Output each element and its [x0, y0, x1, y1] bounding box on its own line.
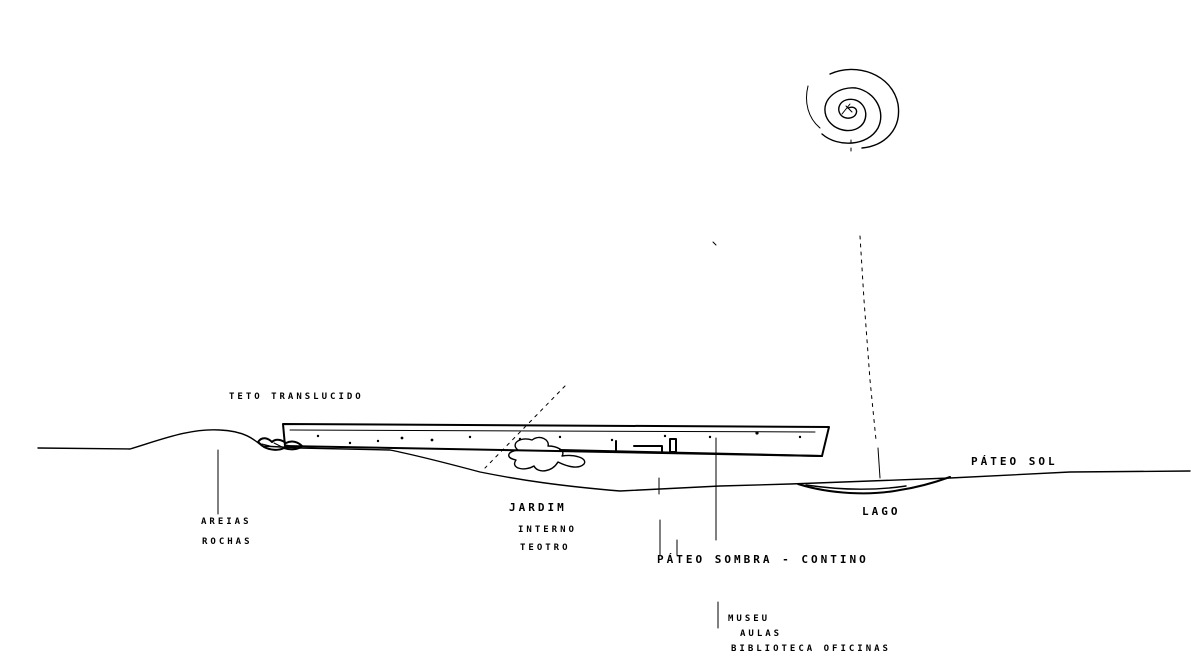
label-interno: INTERNO	[518, 525, 577, 535]
column-3	[670, 439, 676, 452]
rocks-cluster	[258, 438, 302, 450]
label-jardim: JARDIM	[509, 501, 567, 514]
sun-ray-end	[878, 448, 880, 478]
stray-mark	[713, 242, 716, 245]
sun-ray	[860, 236, 876, 440]
label-biblioteca-oficinas: BIBLIOTECA OFICINAS	[731, 644, 891, 654]
label-teto-translucido: TETO TRANSLUCIDO	[229, 392, 364, 402]
label-lago: LAGO	[862, 505, 901, 518]
label-pateo-sol: PÁTEO SOL	[971, 455, 1058, 468]
label-teatro: TEOTRO	[520, 543, 571, 553]
label-rochas: ROCHAS	[202, 537, 253, 547]
roof-inner-line	[290, 430, 815, 432]
roof-dots	[317, 431, 801, 444]
garden-blob	[509, 438, 585, 471]
label-aulas: AULAS	[740, 629, 782, 639]
light-ray	[485, 386, 565, 468]
label-museu: MUSEU	[728, 614, 770, 624]
roof-slab	[283, 424, 829, 456]
label-pateo-sombra: PÁTEO SOMBRA - CONTINO	[657, 553, 869, 566]
sun-spiral-icon	[807, 69, 899, 152]
label-areias: AREIAS	[201, 517, 252, 527]
roof-underside	[560, 450, 822, 456]
